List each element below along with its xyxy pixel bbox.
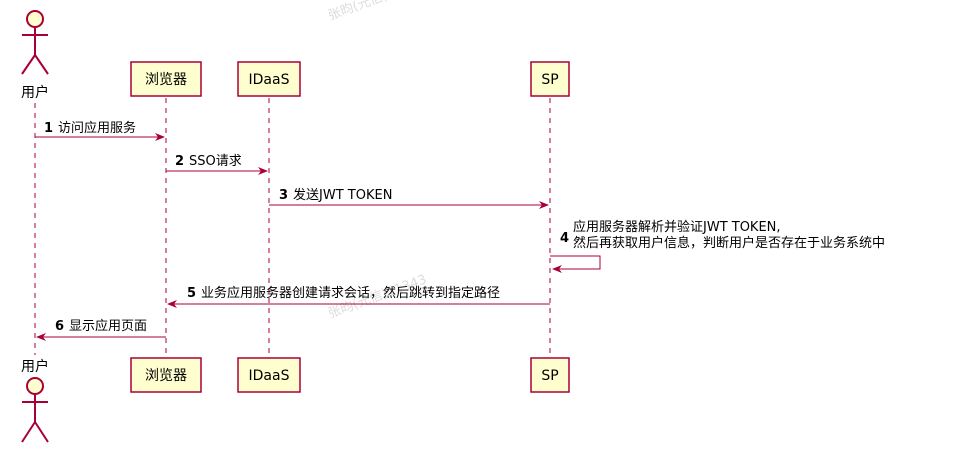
actor-icon xyxy=(21,377,49,443)
watermark: 张昀(元信)11343 xyxy=(326,0,428,24)
actor-label-bottom: 用户 xyxy=(21,358,49,375)
participant-label: IDaaS xyxy=(249,368,290,384)
message-arrow-4 xyxy=(550,255,601,273)
participant-idaas-bottom: IDaaS xyxy=(237,357,301,393)
participant-label: SP xyxy=(541,368,558,384)
message-number-4: 4 xyxy=(560,231,569,246)
participant-label: IDaaS xyxy=(249,72,290,88)
participant-label: 浏览器 xyxy=(145,368,187,384)
participant-label: SP xyxy=(541,72,558,88)
message-label-4-line2: 然后再获取用户信息，判断用户是否存在于业务系统中 xyxy=(573,235,885,251)
participant-browser-bottom: 浏览器 xyxy=(130,357,202,393)
participant-idaas-top: IDaaS xyxy=(237,61,301,97)
participant-sp-bottom: SP xyxy=(530,357,570,393)
participant-browser-top: 浏览器 xyxy=(130,61,202,97)
participant-label: 浏览器 xyxy=(145,72,187,88)
participant-sp-top: SP xyxy=(530,61,570,97)
message-label-4-line1: 应用服务器解析并验证JWT TOKEN, xyxy=(573,219,781,235)
actor-label-top: 用户 xyxy=(21,84,49,101)
actor-icon xyxy=(21,10,49,75)
